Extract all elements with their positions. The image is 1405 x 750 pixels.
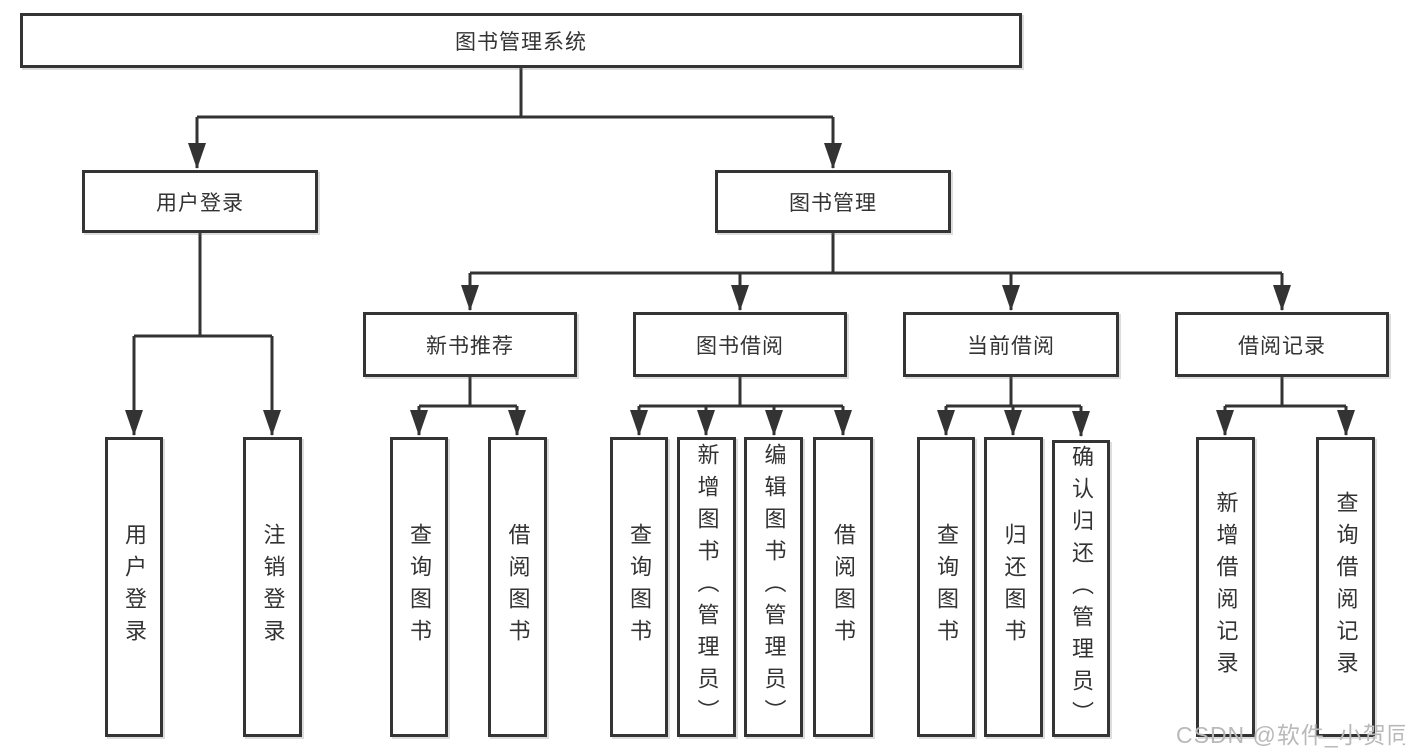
csdn-watermark: CSDN @软件_小贺同学: [1176, 722, 1405, 748]
node-root: 图书管理系统: [20, 13, 1022, 68]
leaf-return-books: 归还图书: [984, 437, 1043, 737]
leaf-query-borrow-record: 查询借阅记录: [1316, 437, 1375, 737]
node-new-book-rec: 新书推荐: [363, 312, 577, 377]
node-current-borrow: 当前借阅: [903, 312, 1119, 377]
node-borrow-records: 借阅记录: [1175, 312, 1389, 377]
leaf-confirm-return: 确认归还（管理员）: [1052, 440, 1110, 737]
leaf-logout: 注销登录: [243, 437, 302, 737]
leaf-query-books-1: 查询图书: [390, 437, 448, 737]
leaf-query-books-3: 查询图书: [917, 437, 975, 737]
node-book-mgmt: 图书管理: [715, 170, 951, 233]
leaf-borrow-books-1: 借阅图书: [488, 437, 547, 737]
leaf-add-borrow-record: 新增借阅记录: [1196, 437, 1255, 737]
node-book-borrow: 图书借阅: [633, 312, 847, 377]
leaf-borrow-books-2: 借阅图书: [813, 437, 873, 737]
node-user-login: 用户登录: [82, 170, 318, 233]
leaf-query-books-2: 查询图书: [610, 437, 668, 737]
leaf-add-books: 新增图书（管理员）: [677, 437, 736, 737]
leaf-user-login: 用户登录: [105, 437, 163, 737]
leaf-edit-books: 编辑图书（管理员）: [744, 437, 803, 737]
